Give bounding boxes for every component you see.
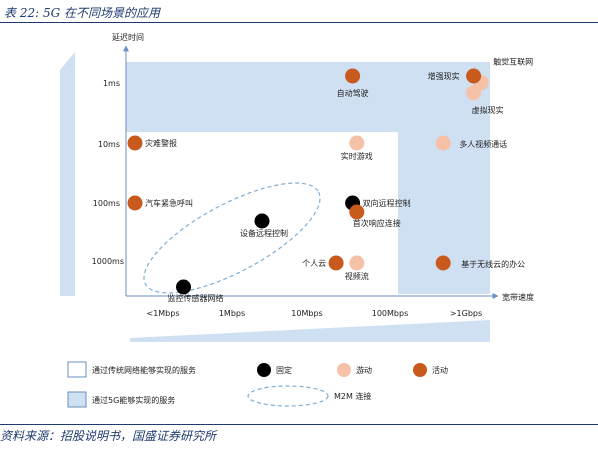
point-label: 多人视频通话 [459, 139, 507, 149]
y-tick-label: 1ms [103, 79, 120, 88]
scatter-point [345, 68, 361, 84]
y-tick-label: 100ms [93, 199, 120, 208]
point-label: 设备远程控制 [240, 228, 288, 238]
point-label: 自动驾驶 [337, 88, 369, 98]
scatter-point [349, 255, 365, 271]
legend-label-traditional: 通过传统网络能够实现的服务 [92, 365, 196, 375]
legend-label-active: 活动 [432, 365, 448, 375]
scatter-point [127, 135, 143, 151]
point-label: 首次响应连接 [353, 218, 401, 228]
legend-dot-active [413, 363, 427, 377]
scatter-point [466, 68, 482, 84]
point-label: 增强现实 [428, 71, 460, 81]
scatter-point [176, 279, 191, 295]
m2m-ellipse [143, 182, 321, 294]
scatter-point [254, 213, 270, 229]
scatter-point [435, 135, 451, 151]
legend-swatch-traditional [67, 361, 87, 378]
legend-m2m-ellipse [247, 385, 329, 407]
point-label: 视频流 [345, 271, 369, 281]
scatter-point [127, 195, 143, 211]
legend-dot-fixed [257, 363, 271, 377]
point-label: 实时游戏 [341, 151, 373, 161]
x-tick-label: 1Mbps [219, 309, 245, 318]
x-tick-label: 100Mbps [372, 309, 409, 318]
y-tick-label: 10ms [98, 140, 120, 149]
legend-label-m2m: M2M 连接 [334, 391, 371, 401]
source-divider [0, 424, 598, 425]
point-label: 灾难警报 [145, 138, 177, 148]
point-label: 触觉互联网 [493, 57, 533, 67]
legend-label-5g: 通过5G能够实现的服务 [92, 395, 175, 405]
point-label: 基于无线云的办公 [461, 259, 525, 269]
y-axis-label: 延迟时间 [112, 32, 144, 42]
legend-dot-mobile [337, 363, 351, 377]
scatter-point [349, 204, 365, 220]
scatter-point [435, 255, 451, 271]
legend-label-mobile: 游动 [356, 365, 372, 375]
legend-label-fixed: 固定 [276, 365, 292, 375]
point-label: 个人云 [302, 259, 326, 268]
bottom-wedge [130, 320, 490, 342]
page-title: 表 22: 5G 在不同场景的应用 [4, 6, 160, 20]
scatter-point [328, 255, 344, 271]
point-label: 虚拟现实 [472, 105, 504, 115]
x-tick-label: <1Mbps [146, 309, 179, 318]
x-tick-label: 10Mbps [291, 309, 322, 318]
x-tick-label: >1Gbps [450, 309, 482, 318]
legend-swatch-5g [67, 391, 87, 408]
point-label: 双向远程控制 [363, 198, 411, 208]
source-note: 资料来源：招股说明书，国盛证券研究所 [0, 429, 217, 443]
point-label: 汽车紧急呼叫 [145, 198, 193, 208]
point-label: 监控传感器网络 [168, 293, 224, 303]
left-wedge [60, 52, 75, 296]
x-axis-label: 宽带速度 [502, 292, 534, 302]
title-divider [0, 22, 598, 23]
y-tick-label: 1000ms [92, 257, 124, 266]
scatter-point [349, 135, 365, 151]
scatter-point [466, 85, 482, 101]
